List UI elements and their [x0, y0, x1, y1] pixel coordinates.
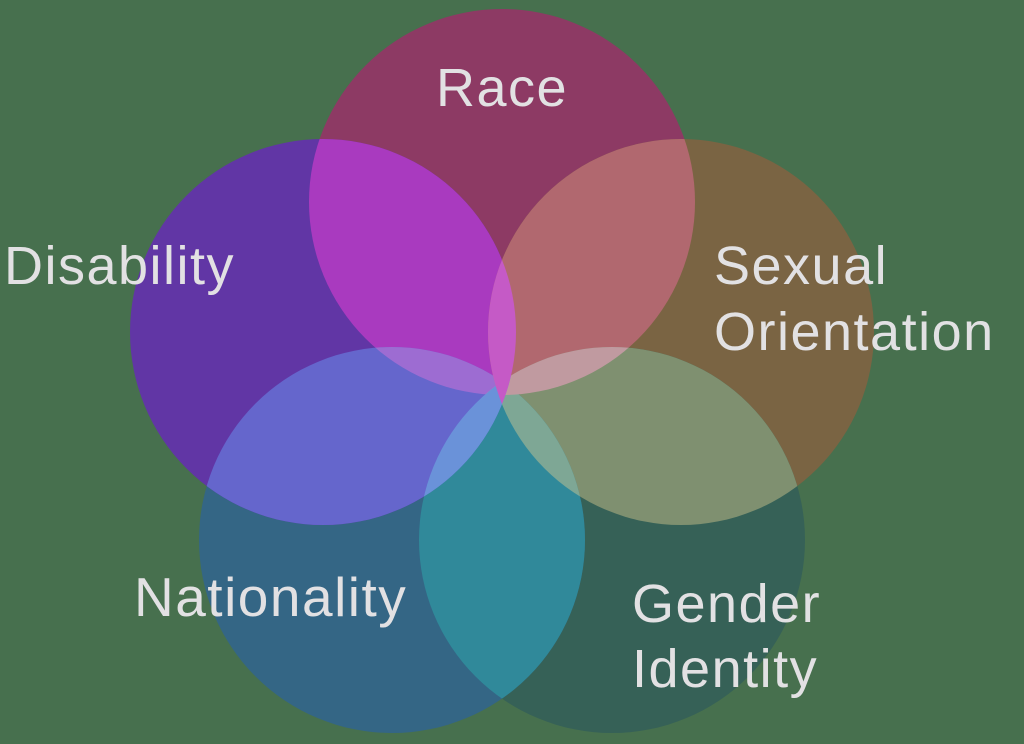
label-gender-identity: Gender Identity [632, 574, 822, 699]
label-nationality: Nationality [134, 566, 408, 628]
label-sexual-orientation: Sexual Orientation [714, 236, 995, 362]
label-disability: Disability [4, 236, 236, 296]
label-race: Race [436, 58, 569, 118]
overlap-gender-identity-nationality [419, 347, 585, 733]
